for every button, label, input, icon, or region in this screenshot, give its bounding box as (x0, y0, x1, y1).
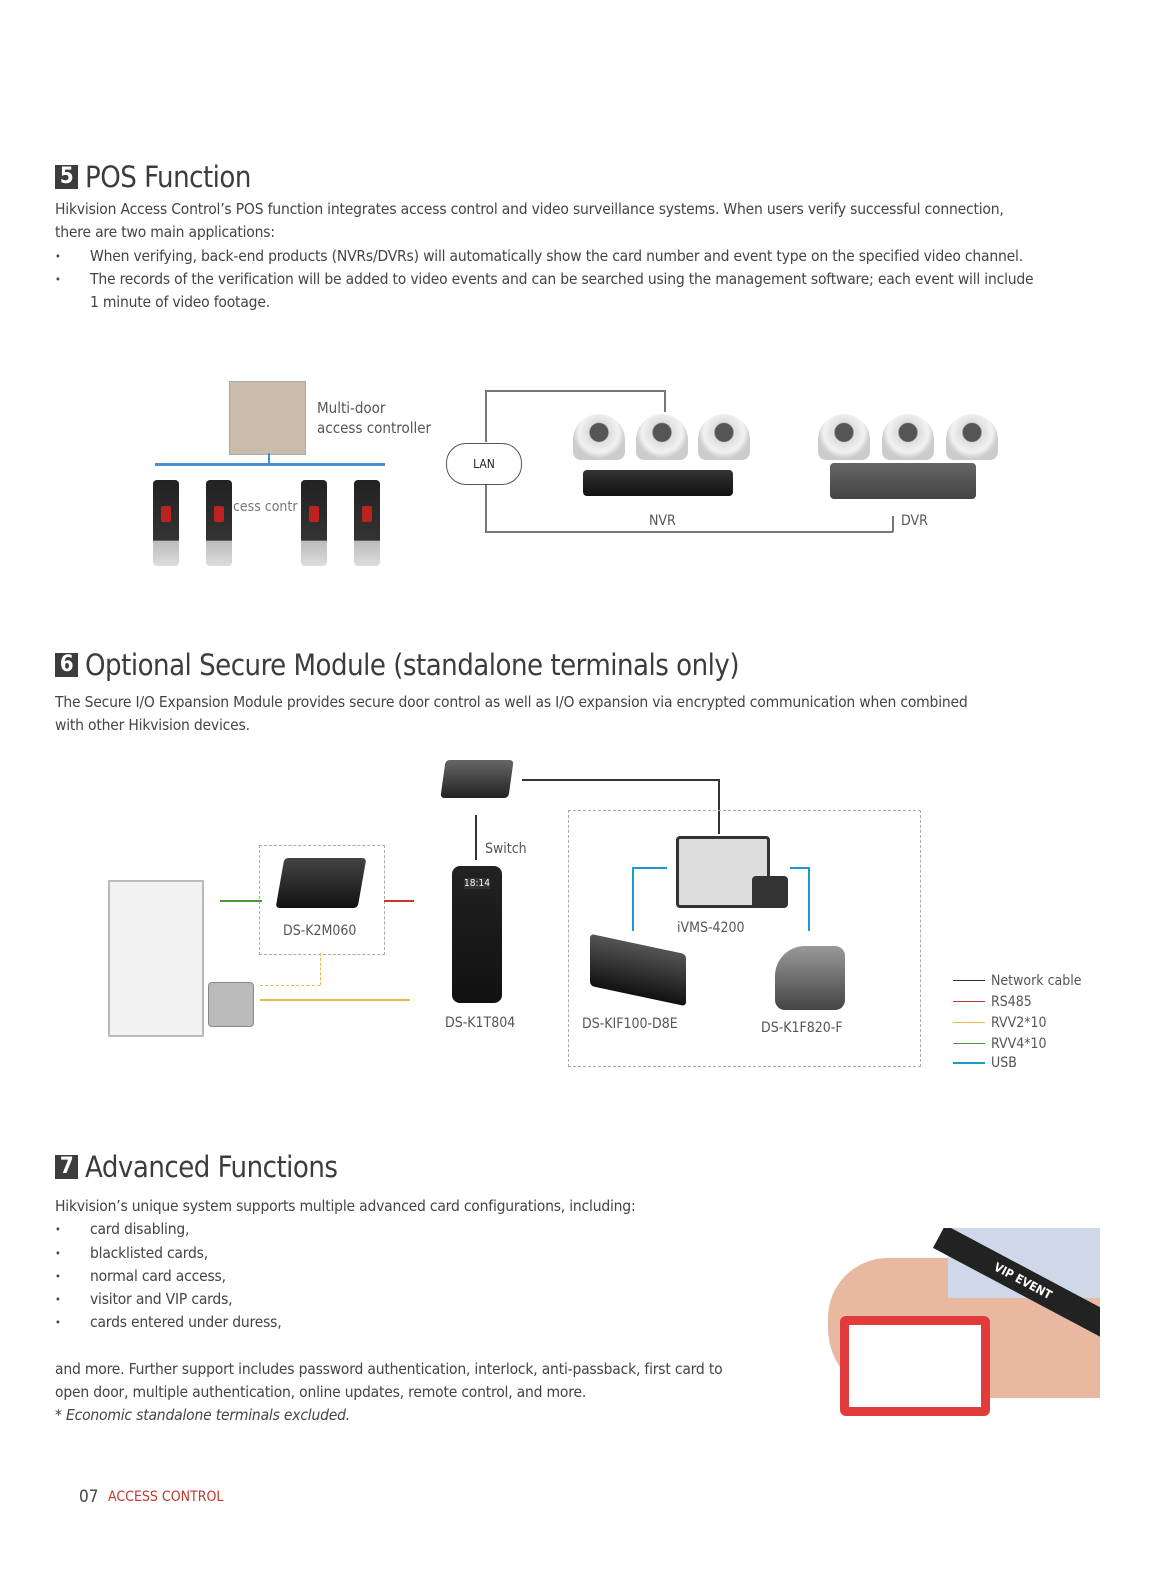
dome-camera-image (636, 414, 688, 460)
lan-label: LAN (473, 457, 495, 471)
legend-label: RVV2*10 (991, 1014, 1047, 1031)
id-card (840, 1316, 990, 1416)
section-5-body: Hikvision Access Control’s POS function … (55, 198, 1035, 314)
dvr-label: DVR (901, 513, 928, 529)
section-title: POS Function (85, 160, 251, 194)
section-5-heading: 5 POS Function (55, 160, 251, 194)
dome-camera-image (698, 414, 750, 460)
section-6-body: The Secure I/O Expansion Module provides… (55, 693, 968, 735)
bullet-item: When verifying, back-end products (NVRs/… (55, 245, 1035, 269)
card-reader-image (354, 480, 380, 566)
section-number: 5 (55, 165, 78, 189)
module-label: DS-K2M060 (283, 923, 357, 939)
section-title: Optional Secure Module (standalone termi… (85, 648, 740, 682)
bus-line (155, 463, 385, 466)
fingerprint-label: DS-K1F820-F (761, 1020, 843, 1036)
controller-label: Multi-door access controller (317, 399, 432, 437)
legend-item: RVV4*10 (953, 1033, 1081, 1054)
terminal-image: 18:14 (452, 866, 502, 1003)
intro-text: Hikvision Access Control’s POS function … (55, 200, 1004, 242)
bullet-item: card disabling, (55, 1218, 735, 1242)
switch-label: Switch (485, 841, 527, 857)
software-group-box (568, 810, 921, 1067)
nvr-label: NVR (649, 513, 676, 529)
bullet-item: visitor and VIP cards, (55, 1288, 735, 1312)
legend-item: RS485 (953, 991, 1081, 1012)
fingerprint-reader-image (775, 946, 845, 1010)
lan-cloud: LAN (446, 443, 522, 485)
terminal-screen: 18:14 (464, 878, 490, 889)
section-number: 7 (55, 1155, 78, 1179)
section-7-heading: 7 Advanced Functions (55, 1150, 338, 1184)
legend-item: RVV2*10 (953, 1012, 1081, 1033)
section-number: 6 (55, 653, 78, 677)
overlap-text: cess contr (233, 499, 298, 515)
page-number: 07 (79, 1487, 99, 1507)
legend-label: RVV4*10 (991, 1035, 1047, 1052)
vip-card-photo: VIP EVENT (808, 1228, 1100, 1428)
enroll-label: DS-KIF100-D8E (582, 1016, 678, 1032)
bullet-item: blacklisted cards, (55, 1242, 735, 1266)
exit-button-image (208, 982, 254, 1027)
section-7-body: Hikvision’s unique system supports multi… (55, 1195, 735, 1428)
bullet-item: cards entered under duress, (55, 1311, 735, 1335)
tablet-image (752, 876, 788, 908)
intro-text: Hikvision’s unique system supports multi… (55, 1197, 636, 1215)
dome-camera-image (818, 414, 870, 460)
legend: Network cable RS485 RVV2*10 RVV4*10 USB (953, 970, 1081, 1072)
terminal-label: DS-K1T804 (445, 1015, 516, 1031)
footer-section: ACCESS CONTROL (108, 1489, 224, 1505)
legend-label: RS485 (991, 993, 1032, 1010)
section-6-heading: 6 Optional Secure Module (standalone term… (55, 648, 740, 682)
dome-camera-image (573, 414, 625, 460)
legend-label: USB (991, 1055, 1017, 1071)
dome-camera-image (946, 414, 998, 460)
access-controller-image (229, 381, 306, 455)
dvr-image (830, 463, 976, 499)
software-label: iVMS-4200 (677, 920, 745, 936)
dome-camera-image (882, 414, 934, 460)
card-reader-image (301, 480, 327, 566)
bullet-item: The records of the verification will be … (55, 268, 1035, 315)
section-title: Advanced Functions (85, 1150, 338, 1184)
outro-text: and more. Further support includes passw… (55, 1359, 723, 1402)
legend-label: Network cable (991, 972, 1082, 989)
legend-item: Network cable (953, 970, 1081, 991)
bullet-item: normal card access, (55, 1265, 735, 1289)
card-reader-image (206, 480, 232, 566)
legend-item: USB (953, 1054, 1081, 1072)
secure-module-image (275, 858, 367, 908)
footnote: * Economic standalone terminals excluded… (55, 1406, 351, 1425)
card-reader-image (153, 480, 179, 566)
door-image (108, 880, 204, 1037)
nvr-image (583, 470, 733, 496)
switch-image (440, 760, 514, 798)
